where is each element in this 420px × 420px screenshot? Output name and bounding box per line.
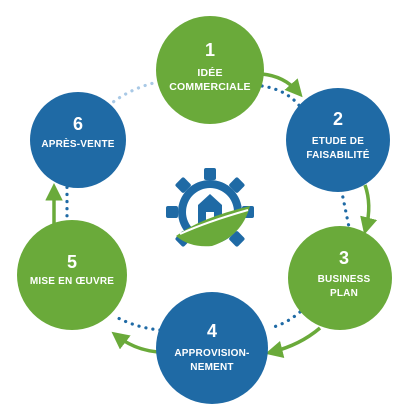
- green-swoosh: [176, 206, 250, 247]
- connector-3-4-dots: [268, 310, 302, 330]
- step-2-label-line-2: FAISABILITÉ: [306, 148, 369, 161]
- step-5-number: 5: [67, 252, 77, 272]
- connector-3-4-arrow: [265, 326, 322, 358]
- step-2-circle: [286, 88, 390, 192]
- step-4-label-line-1: APPROVISION-: [174, 348, 249, 359]
- connector-4-5-dots: [116, 316, 162, 332]
- step-3: 3 BUSINESS PLAN: [288, 226, 392, 330]
- white-swoosh-line: [179, 209, 249, 235]
- step-4-circle: [156, 292, 268, 404]
- step-3-circle: [288, 226, 392, 330]
- step-3-number: 3: [339, 248, 349, 268]
- connector-1-2-arrow: [261, 72, 303, 98]
- step-3-label-line-2: PLAN: [330, 288, 358, 299]
- step-1-label-line-2: COMMERCIALE: [169, 81, 251, 93]
- step-5-circle: [17, 220, 127, 330]
- connector-2-3-arrow: [360, 184, 378, 235]
- step-4-label-line-2: NEMENT: [190, 362, 233, 373]
- step-5-label-line-1: MISE EN ŒUVRE: [30, 276, 114, 287]
- step-1-number: 1: [205, 40, 215, 60]
- step-3-label-line-1: BUSINESS: [318, 274, 371, 285]
- step-2: 2 ETUDE DE FAISABILITÉ: [286, 88, 390, 192]
- step-4-number: 4: [207, 321, 217, 341]
- connector-4-5-arrow: [111, 331, 159, 354]
- step-1: 1 IDÉE COMMERCIALE: [156, 16, 264, 124]
- step-2-label-line-1: ETUDE DE: [312, 136, 364, 147]
- step-4: 4 APPROVISION- NEMENT: [156, 292, 268, 404]
- step-5: 5 MISE EN ŒUVRE: [17, 220, 127, 330]
- step-6-number: 6: [73, 114, 83, 134]
- connector-6-1-dots: [106, 80, 160, 108]
- step-1-circle: [156, 16, 264, 124]
- step-6-circle: [30, 92, 126, 188]
- step-1-label-line-1: IDÉE: [197, 66, 222, 79]
- step-6: 6 APRÈS-VENTE: [30, 92, 126, 188]
- step-6-label-line-1: APRÈS-VENTE: [41, 137, 114, 150]
- step-2-number: 2: [333, 109, 343, 129]
- gear-house-icon: [166, 168, 254, 247]
